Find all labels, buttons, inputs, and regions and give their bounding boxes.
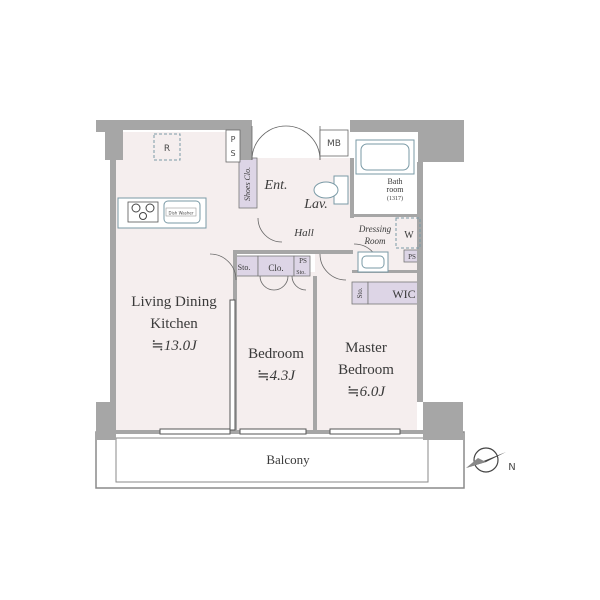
bathroom-label-line2: room <box>387 185 405 194</box>
meter-box-label: MB <box>327 139 341 149</box>
meter-box <box>319 129 349 157</box>
entrance-label: Ent. <box>264 178 288 193</box>
master-name-line1: Master <box>345 340 387 356</box>
compass-icon <box>473 447 499 473</box>
compass-north-label: N <box>508 462 515 473</box>
storage-b-label: Sto. <box>296 270 306 276</box>
kitchen-counter: Dish Washer <box>117 197 207 229</box>
closet-label: Clo. <box>268 263 283 273</box>
washer-space <box>395 217 421 249</box>
washer-label: W <box>404 230 414 241</box>
lavatory-label: Lav. <box>303 197 327 212</box>
ldk-name-line2: Kitchen <box>150 316 198 332</box>
dishwasher-icon <box>165 207 197 217</box>
compass: N <box>466 447 516 473</box>
dressing-label-line2: Room <box>364 236 386 246</box>
bathroom-label-line1: Bath <box>387 177 402 186</box>
toilet-icon <box>313 175 349 205</box>
ldk-area: ≒13.0J <box>151 338 198 354</box>
balcony-label: Balcony <box>266 452 310 467</box>
storage-c-label: Sto. <box>356 287 364 298</box>
dressing-label-line1: Dressing <box>358 224 392 234</box>
storage-fills <box>233 157 421 305</box>
pipe-space-b-label: PS <box>299 257 307 265</box>
hall-label: Hall <box>293 227 314 239</box>
bathtub-icon <box>355 139 415 175</box>
bedroom-area: ≒4.3J <box>257 368 296 384</box>
balcony-rail <box>115 437 429 483</box>
wic-label: WIC <box>392 287 415 301</box>
shoes-closet-label: Shoes Clo. <box>243 167 252 201</box>
storage-a-label: Sto. <box>238 263 251 272</box>
ldk-name-line1: Living Dining <box>131 294 217 310</box>
bathroom-size: (1317) <box>387 195 403 202</box>
pipe-space-c-label: PS <box>408 253 416 261</box>
refrigerator-label: R <box>164 144 170 154</box>
windows <box>159 299 401 435</box>
master-name-line2: Bedroom <box>338 362 394 378</box>
refrigerator-space <box>153 133 181 161</box>
dishwasher-label: Dish Washer <box>169 211 194 216</box>
master-area: ≒6.0J <box>347 384 386 400</box>
pipe-space-top-p: P <box>231 135 236 144</box>
pipe-space-top-s: S <box>230 149 235 158</box>
pipe-space-top <box>225 129 241 163</box>
bedroom-name: Bedroom <box>248 346 304 362</box>
